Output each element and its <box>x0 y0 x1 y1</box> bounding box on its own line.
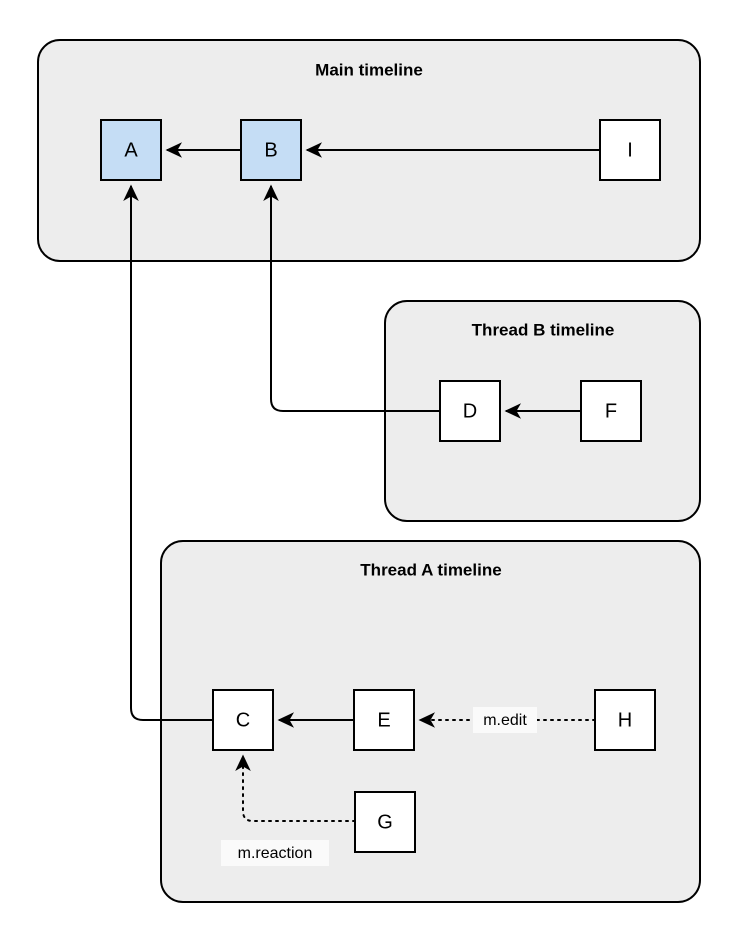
edge-d-to-b <box>263 184 440 412</box>
group-main-timeline-title: Main timeline <box>315 60 423 79</box>
node-b-box[interactable] <box>240 119 302 181</box>
node-d-label: D <box>463 400 477 422</box>
node-i-box[interactable] <box>599 119 661 181</box>
node-a-box[interactable] <box>100 119 162 181</box>
edge-label-m-edit: m.edit <box>473 707 537 733</box>
node-c[interactable]: C <box>212 689 274 751</box>
node-d[interactable]: D <box>439 380 501 442</box>
node-e[interactable]: E <box>353 689 415 751</box>
node-d-box[interactable] <box>439 380 501 442</box>
node-h[interactable]: H <box>594 689 656 751</box>
node-i[interactable]: I <box>599 119 661 181</box>
edge-label-m-reaction: m.reaction <box>221 840 329 866</box>
node-e-label: E <box>377 709 390 731</box>
node-h-box[interactable] <box>594 689 656 751</box>
node-g-label: G <box>377 811 393 833</box>
node-b-label: B <box>264 139 277 161</box>
node-i-label: I <box>627 139 633 161</box>
edge-g-to-c <box>235 754 356 822</box>
node-f-box[interactable] <box>580 380 642 442</box>
node-f-label: F <box>605 400 617 422</box>
node-a-label: A <box>124 139 138 161</box>
group-thread-b-timeline-title: Thread B timeline <box>472 320 615 339</box>
edge-label-m-edit-text: m.edit <box>483 712 527 729</box>
node-g[interactable]: G <box>354 791 416 853</box>
edge-label-m-reaction-text: m.reaction <box>238 845 313 862</box>
node-e-box[interactable] <box>353 689 415 751</box>
node-g-box[interactable] <box>354 791 416 853</box>
edge-c-to-a <box>123 184 213 721</box>
node-a[interactable]: A <box>100 119 162 181</box>
node-f[interactable]: F <box>580 380 642 442</box>
node-c-label: C <box>236 709 250 731</box>
node-h-label: H <box>618 709 632 731</box>
edge-label-m-reaction-bg <box>221 840 329 866</box>
edge-label-m-edit-bg <box>473 707 537 733</box>
node-c-box[interactable] <box>212 689 274 751</box>
node-b[interactable]: B <box>240 119 302 181</box>
group-thread-a-timeline-title: Thread A timeline <box>360 560 501 579</box>
